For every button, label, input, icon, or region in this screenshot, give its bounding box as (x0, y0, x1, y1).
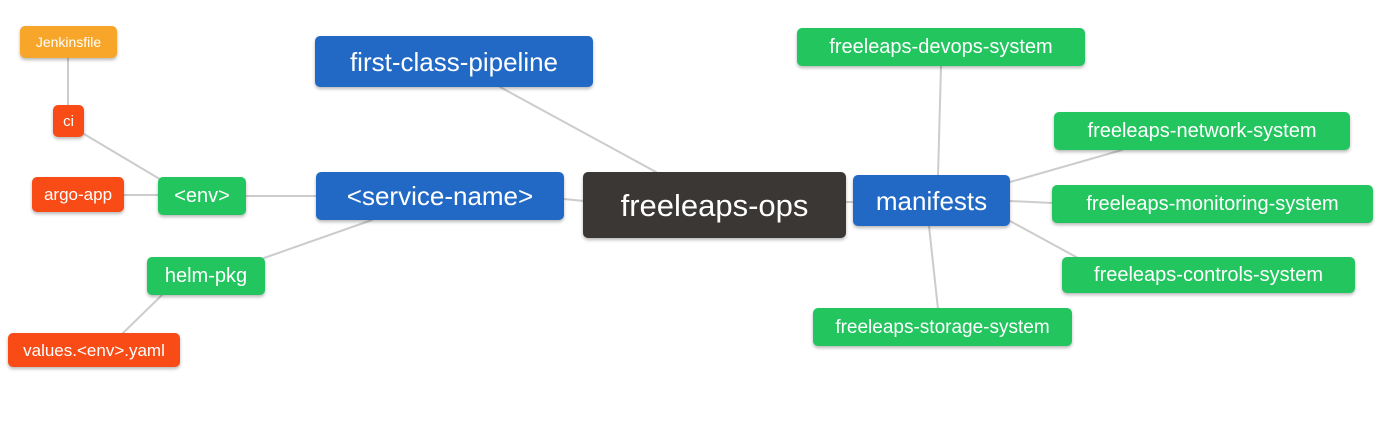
node-ci[interactable]: ci (53, 105, 84, 137)
node-values-env-yaml[interactable]: values.<env>.yaml (8, 333, 180, 367)
edge-first-class-pipeline-ops (499, 86, 657, 173)
node-argo-app[interactable]: argo-app (32, 177, 124, 212)
node-helm-pkg[interactable]: helm-pkg (147, 257, 265, 295)
edge-manifests-network-system (1009, 149, 1123, 183)
node-jenkinsfile[interactable]: Jenkinsfile (20, 26, 117, 58)
edge-helm-pkg-service-name (263, 219, 373, 259)
node-first-class-pipeline[interactable]: first-class-pipeline (315, 36, 593, 87)
node-freeleaps-ops-root[interactable]: freeleaps-ops (583, 172, 846, 238)
edge-ci-env (83, 133, 164, 182)
edge-manifests-devops-system (937, 65, 942, 177)
node-manifests[interactable]: manifests (853, 175, 1010, 226)
node-freeleaps-controls-system[interactable]: freeleaps-controls-system (1062, 257, 1355, 293)
node-freeleaps-network-system[interactable]: freeleaps-network-system (1054, 112, 1350, 150)
edge-manifests-controls-system (1009, 220, 1079, 259)
node-env[interactable]: <env> (158, 177, 246, 215)
node-freeleaps-monitoring-system[interactable]: freeleaps-monitoring-system (1052, 185, 1373, 223)
node-freeleaps-storage-system[interactable]: freeleaps-storage-system (813, 308, 1072, 346)
edge-manifests-storage-system (928, 225, 939, 310)
edge-service-name-ops (563, 198, 585, 202)
node-freeleaps-devops-system[interactable]: freeleaps-devops-system (797, 28, 1085, 66)
edge-manifests-monitoring-system (1009, 200, 1054, 204)
node-service-name[interactable]: <service-name> (316, 172, 564, 220)
edge-values-env-yaml-helm-pkg (121, 294, 163, 335)
